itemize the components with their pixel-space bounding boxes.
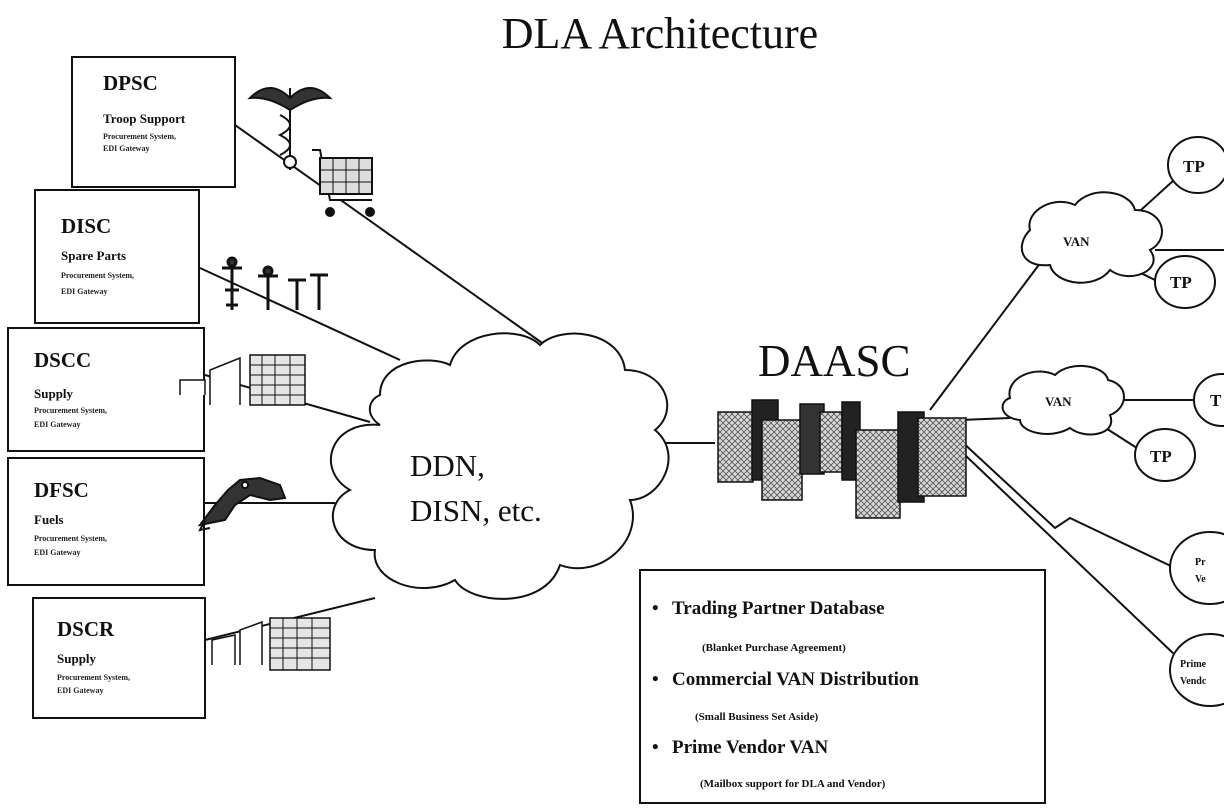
van-label: VAN: [1045, 394, 1072, 409]
svg-text:TP: TP: [1170, 273, 1192, 292]
center-detail: EDI Gateway: [34, 548, 80, 557]
svg-text:TP: TP: [1150, 447, 1172, 466]
center-detail: Procurement System,: [34, 406, 107, 415]
caduceus-icon: [247, 87, 333, 170]
svg-text:Vendc: Vendc: [1180, 676, 1207, 687]
svg-text:Pr: Pr: [1195, 557, 1206, 568]
svg-text:Prime: Prime: [1180, 659, 1207, 670]
center-function: Troop Support: [103, 111, 186, 126]
feature-item: • Prime Vendor VAN (Mailbox support for …: [652, 737, 886, 790]
dpsc-link: [234, 124, 546, 346]
center-code: DSCR: [57, 617, 115, 641]
feature-box: • Trading Partner Database (Blanket Purc…: [639, 569, 1046, 804]
center-code: DPSC: [103, 71, 158, 95]
feature-label: Commercial VAN Distribution: [672, 669, 919, 690]
van-cloud: VAN: [1001, 364, 1125, 436]
svg-text:•: •: [652, 598, 659, 619]
feature-item: • Trading Partner Database (Blanket Purc…: [652, 598, 885, 654]
fuel-nozzle-icon: [197, 476, 287, 532]
hub-van2-link: [959, 417, 1011, 421]
center-detail: EDI Gateway: [34, 420, 80, 429]
svg-text:•: •: [652, 669, 659, 690]
svg-text:•: •: [652, 737, 659, 758]
center-code: DSCC: [34, 348, 91, 372]
center-box-dfsc: DFSC Fuels Procurement System, EDI Gatew…: [7, 457, 205, 586]
warehouse-icon: [179, 354, 306, 406]
center-function: Spare Parts: [61, 248, 126, 263]
center-box-dscr: DSCR Supply Procurement System, EDI Gate…: [32, 597, 206, 719]
cloud-label-line1: DDN,: [410, 448, 485, 483]
feature-label: Trading Partner Database: [672, 598, 885, 619]
center-function: Fuels: [34, 512, 64, 527]
svg-text:T: T: [1210, 391, 1222, 410]
hub-van1-link: [929, 249, 1051, 411]
center-box-disc: DISC Spare Parts Procurement System, EDI…: [34, 189, 200, 324]
trading-partner-node: TP: [1154, 255, 1216, 309]
disc-link: [199, 267, 401, 361]
feature-note: (Blanket Purchase Agreement): [702, 642, 846, 654]
hub-prime2-link: [964, 454, 1176, 656]
network-cloud: DDN, DISN, etc.: [330, 332, 670, 600]
prime-vendor-node: Prime Vendc: [1169, 633, 1224, 707]
cloud-label-line2: DISN, etc.: [410, 493, 542, 528]
feature-note: (Mailbox support for DLA and Vendor): [700, 778, 886, 790]
center-code: DFSC: [34, 478, 89, 502]
center-function: Supply: [57, 651, 97, 666]
svg-text:TP: TP: [1183, 157, 1205, 176]
center-box-dscc: DSCC Supply Procurement System, EDI Gate…: [7, 327, 205, 452]
center-box-dpsc: DPSC Troop Support Procurement System, E…: [71, 56, 236, 188]
center-detail: EDI Gateway: [103, 144, 149, 153]
prime-vendor-node: Pr Ve: [1169, 531, 1224, 605]
shopping-cart-icon: [312, 149, 375, 217]
trading-partner-node: TP: [1134, 428, 1196, 482]
van-cloud: VAN: [1020, 191, 1163, 284]
feature-label: Prime Vendor VAN: [672, 737, 829, 758]
wrench-tools-icon: [222, 256, 328, 310]
center-function: Supply: [34, 386, 74, 401]
warehouse-icon: [211, 617, 331, 671]
trading-partner-node: T: [1193, 373, 1224, 427]
hub-label: DAASC: [758, 336, 911, 386]
trading-partner-node: TP: [1167, 136, 1224, 194]
center-detail: EDI Gateway: [61, 287, 107, 296]
diagram-title: DLA Architecture: [502, 9, 818, 58]
feature-item: • Commercial VAN Distribution (Small Bus…: [652, 669, 919, 723]
hub-prime1-lightning: [959, 439, 1176, 569]
van-label: VAN: [1063, 234, 1090, 249]
feature-note: (Small Business Set Aside): [695, 711, 818, 723]
center-detail: Procurement System,: [61, 271, 134, 280]
mainframe-computers-icon: [717, 399, 967, 519]
center-detail: Procurement System,: [103, 132, 176, 141]
svg-text:Ve: Ve: [1195, 574, 1206, 585]
center-detail: Procurement System,: [34, 534, 107, 543]
center-detail: EDI Gateway: [57, 686, 103, 695]
center-detail: Procurement System,: [57, 673, 130, 682]
center-code: DISC: [61, 214, 111, 238]
